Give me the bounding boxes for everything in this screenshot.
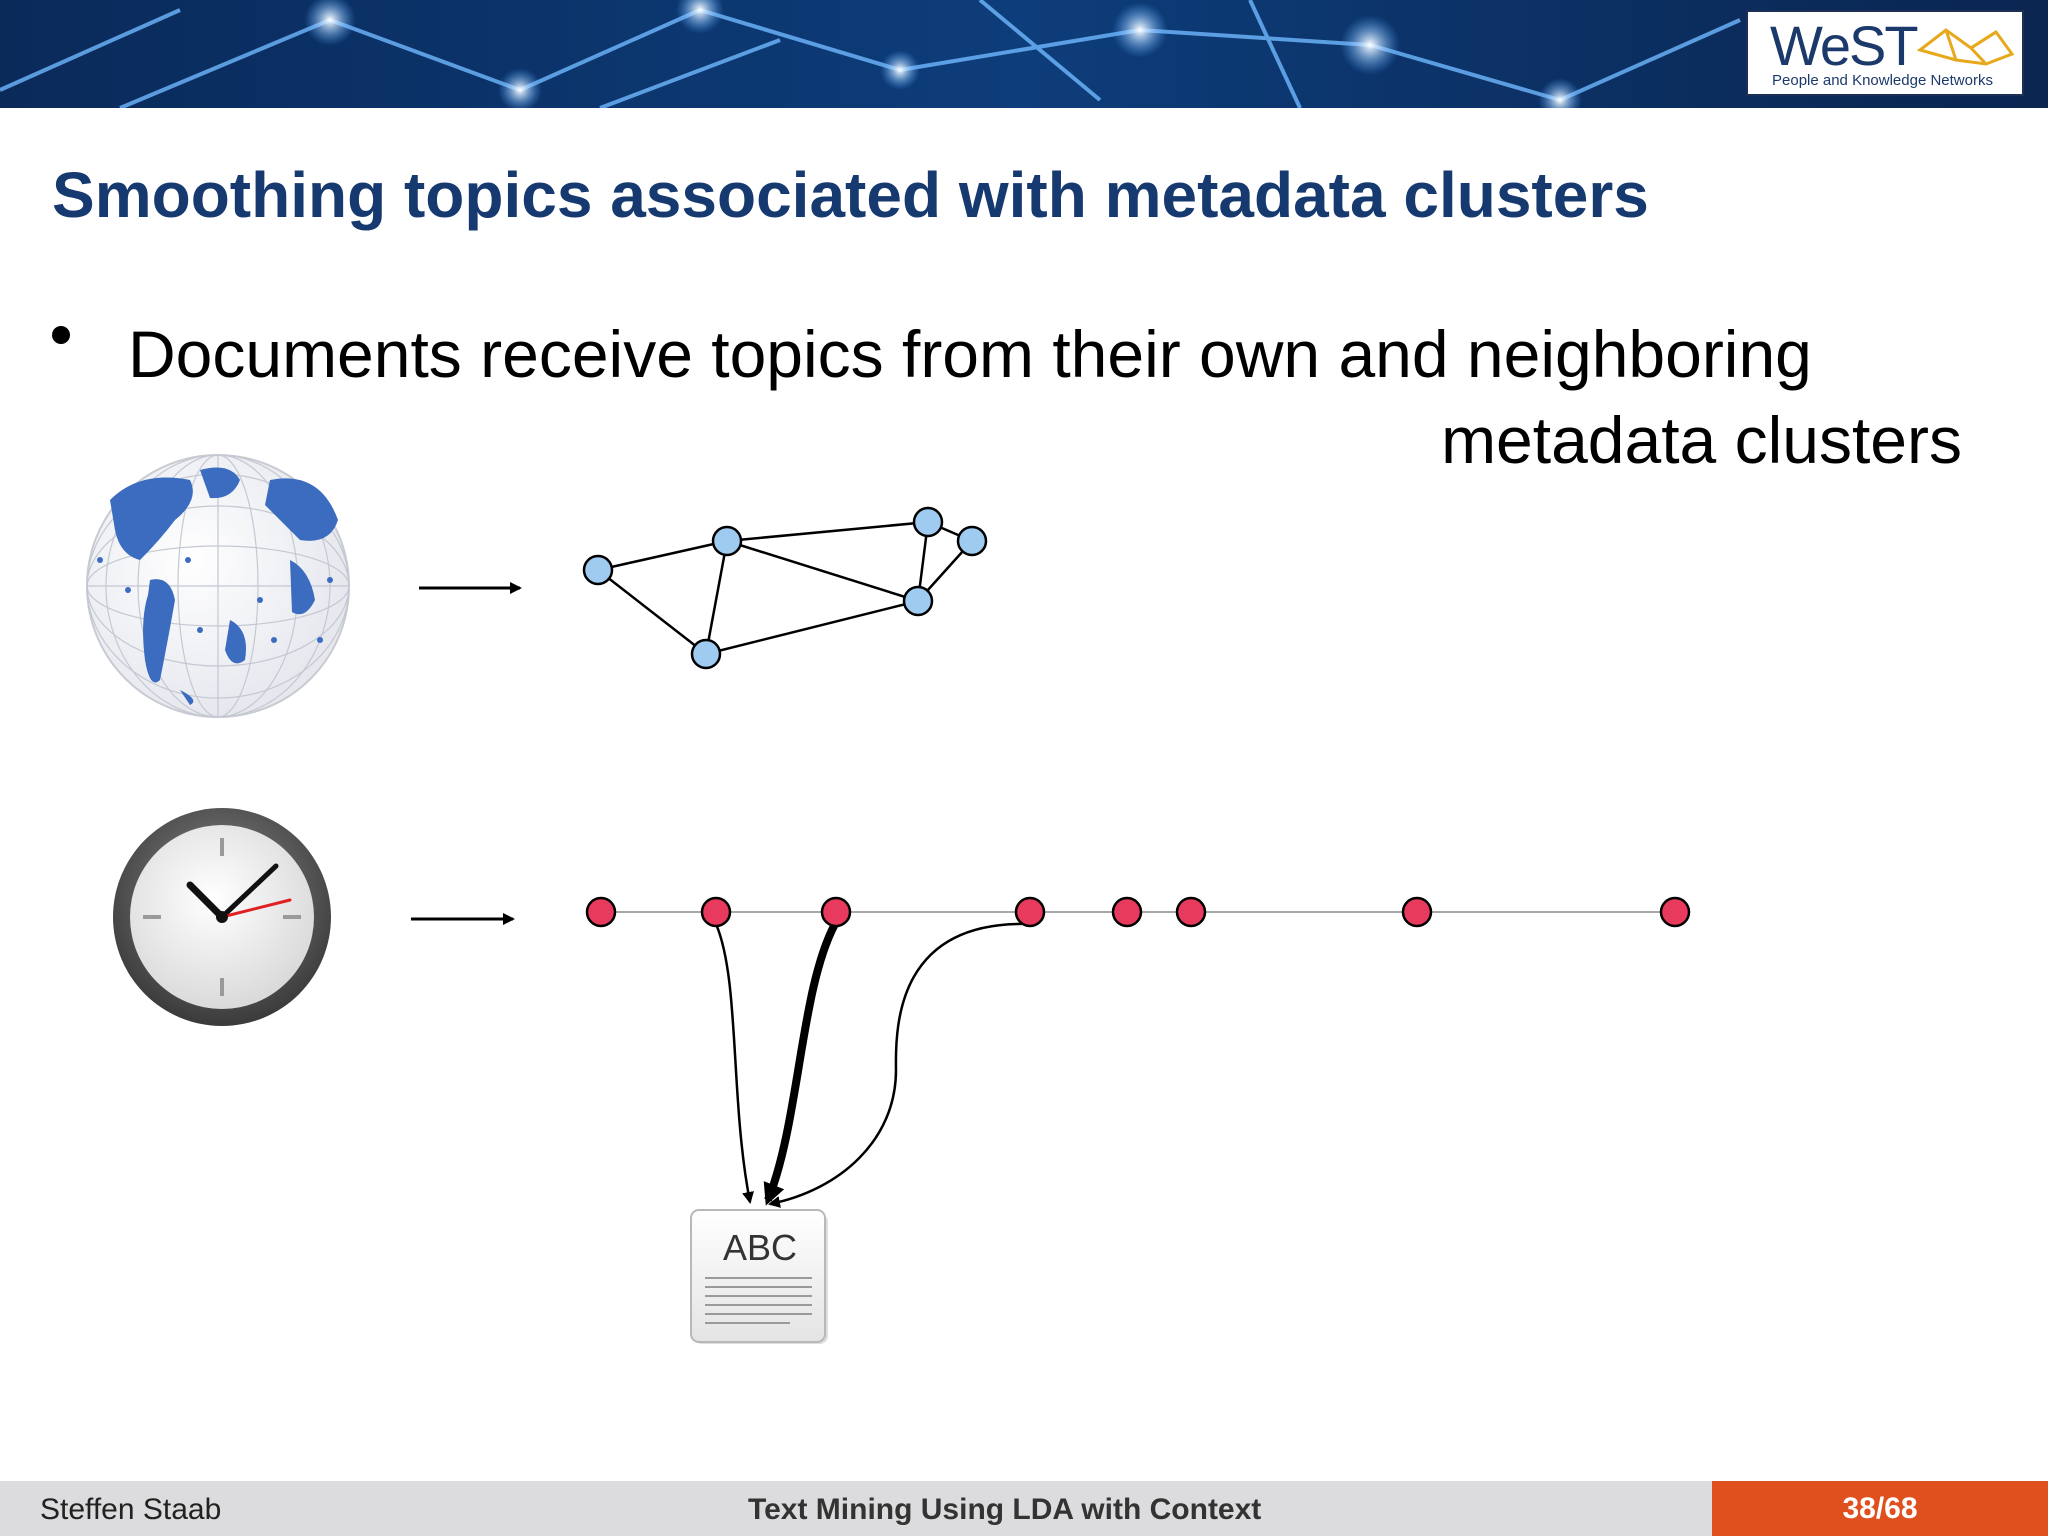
bullet-text-line-1: Documents receive topics from their own … bbox=[128, 317, 1812, 391]
document-label: ABC bbox=[723, 1227, 797, 1268]
geo-node bbox=[956, 525, 988, 557]
time-node bbox=[700, 896, 732, 928]
time-node bbox=[1014, 896, 1046, 928]
logo-network-icon bbox=[1916, 28, 2015, 66]
logo-subtitle: People and Knowledge Networks bbox=[1772, 72, 1993, 89]
geo-node bbox=[711, 525, 743, 557]
geo-node bbox=[690, 638, 722, 670]
header-banner: WeST People and Knowledge Networks bbox=[0, 0, 2048, 108]
network-background-image bbox=[0, 0, 2048, 108]
document-icon: ABC bbox=[690, 1209, 828, 1344]
west-logo: WeST People and Knowledge Networks bbox=[1746, 10, 2024, 96]
time-node bbox=[820, 896, 852, 928]
graph-edge bbox=[705, 599, 919, 656]
time-cluster-nodes bbox=[585, 896, 1691, 928]
graph-edge bbox=[726, 539, 919, 603]
graph-edge bbox=[597, 569, 707, 655]
page-number: 38/68 bbox=[1842, 1492, 1918, 1525]
geo-node bbox=[912, 506, 944, 538]
edge-node3-to-document bbox=[763, 922, 839, 1206]
time-node bbox=[1111, 896, 1143, 928]
geo-cluster-graph bbox=[582, 506, 988, 670]
geo-node bbox=[902, 585, 934, 617]
page-number-box: 38/68 bbox=[1712, 1481, 2048, 1536]
geo-node bbox=[582, 554, 614, 586]
bullet-marker bbox=[52, 326, 70, 344]
edge-node4-to-document bbox=[768, 922, 1031, 1208]
footer-bar: Steffen Staab Text Mining Using LDA with… bbox=[0, 1481, 2048, 1536]
edge-node2-to-document bbox=[714, 923, 754, 1204]
time-node bbox=[1401, 896, 1433, 928]
clock-icon bbox=[113, 808, 331, 1026]
timeline-to-document-edges bbox=[714, 922, 1031, 1208]
footer-talk-title: Text Mining Using LDA with Context bbox=[748, 1493, 1262, 1526]
slide-title: Smoothing topics associated with metadat… bbox=[52, 159, 1649, 231]
globe-icon bbox=[86, 454, 350, 718]
footer-author: Steffen Staab bbox=[40, 1493, 222, 1526]
logo-wordmark: WeST bbox=[1770, 14, 1919, 77]
time-node bbox=[585, 896, 617, 928]
bullet-text-line-2: metadata clusters bbox=[1441, 403, 1962, 477]
graph-edge bbox=[726, 520, 929, 543]
time-node bbox=[1175, 896, 1207, 928]
diagram-canvas: ABC bbox=[86, 454, 1691, 1344]
graph-edge bbox=[704, 540, 729, 655]
graph-edge bbox=[597, 539, 728, 572]
time-node bbox=[1659, 896, 1691, 928]
